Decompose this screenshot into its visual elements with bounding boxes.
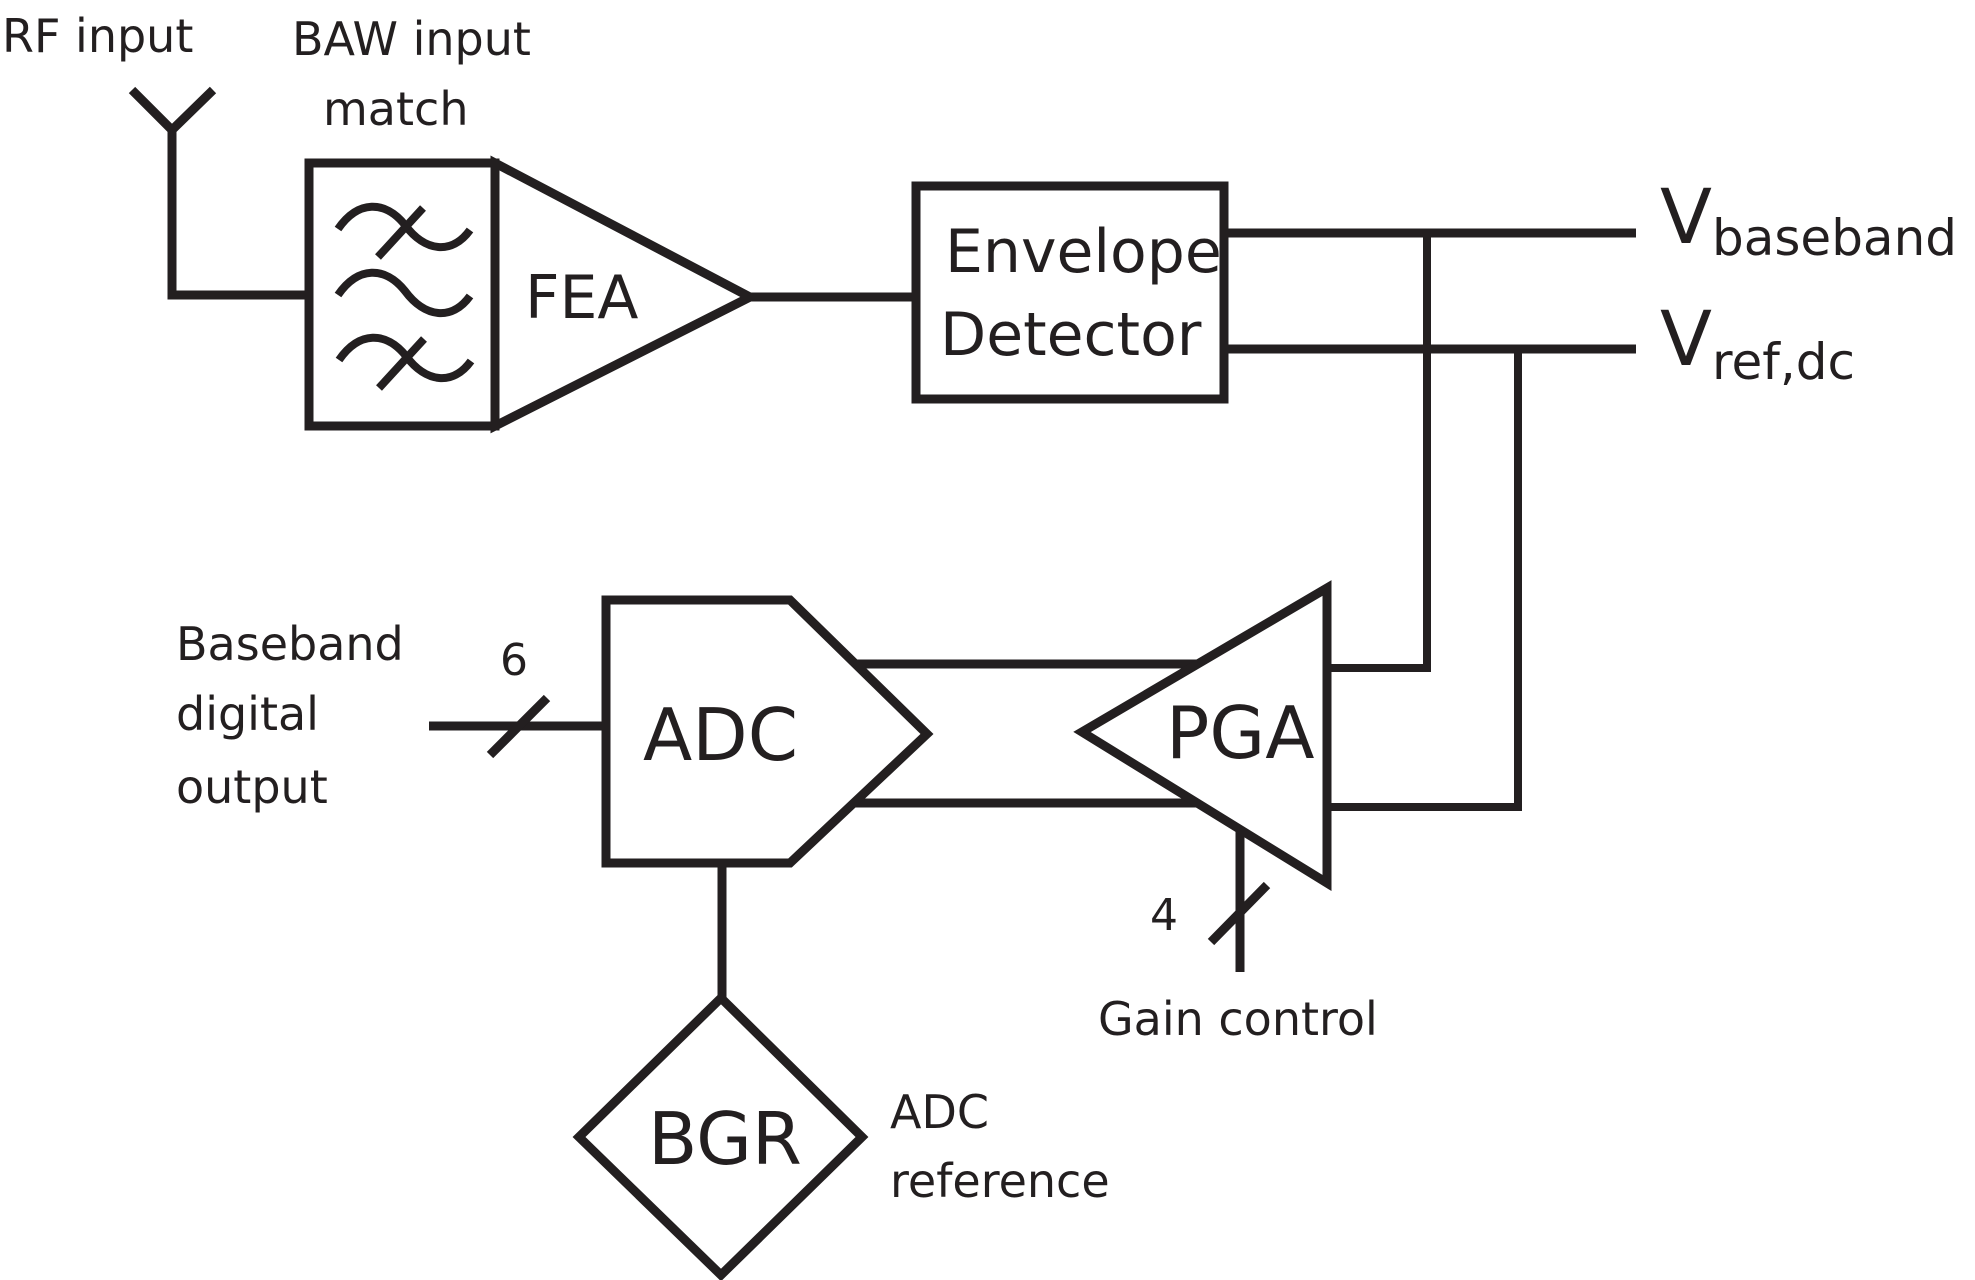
adc-reference-label-line1: ADC <box>890 1085 989 1139</box>
bus-width-6: 6 <box>500 635 528 686</box>
pga-amplifier <box>1073 580 1332 892</box>
adc-label: ADC <box>643 693 798 777</box>
baseband-output-label-line2: digital <box>176 687 319 741</box>
envelope-detector-block <box>911 181 1229 404</box>
bus-width-4: 4 <box>1150 890 1178 941</box>
adc-reference-label-line2: reference <box>890 1154 1110 1208</box>
ref-to-pga-wire <box>1327 349 1522 811</box>
bandpass-filter-icon <box>304 158 500 431</box>
bgr-label: BGR <box>648 1097 802 1181</box>
pga-label: PGA <box>1166 691 1314 775</box>
adc-block <box>601 595 934 868</box>
gain-control-label: Gain control <box>1098 992 1378 1046</box>
bus-slash-6 <box>486 694 551 759</box>
baseband-to-pga-wire <box>1327 233 1431 672</box>
antenna-icon <box>128 86 308 300</box>
bgr-block <box>572 991 869 1280</box>
rf-input-label: RF input <box>2 9 193 63</box>
baw-label-line2: match <box>323 82 468 136</box>
fea-label: FEA <box>525 263 638 333</box>
envelope-label-line1: Envelope <box>945 217 1222 287</box>
v-baseband-label: Vbaseband <box>1660 172 1957 267</box>
rf-input-wire <box>167 128 308 300</box>
baseband-output-label-line1: Baseband <box>176 617 404 671</box>
v-ref-dc-label: Vref,dc <box>1660 294 1855 391</box>
envelope-label-line2: Detector <box>940 300 1202 370</box>
baw-label-line1: BAW input <box>292 12 531 66</box>
baseband-output-label-line3: output <box>176 760 328 814</box>
bus-slash-4 <box>1207 881 1271 946</box>
